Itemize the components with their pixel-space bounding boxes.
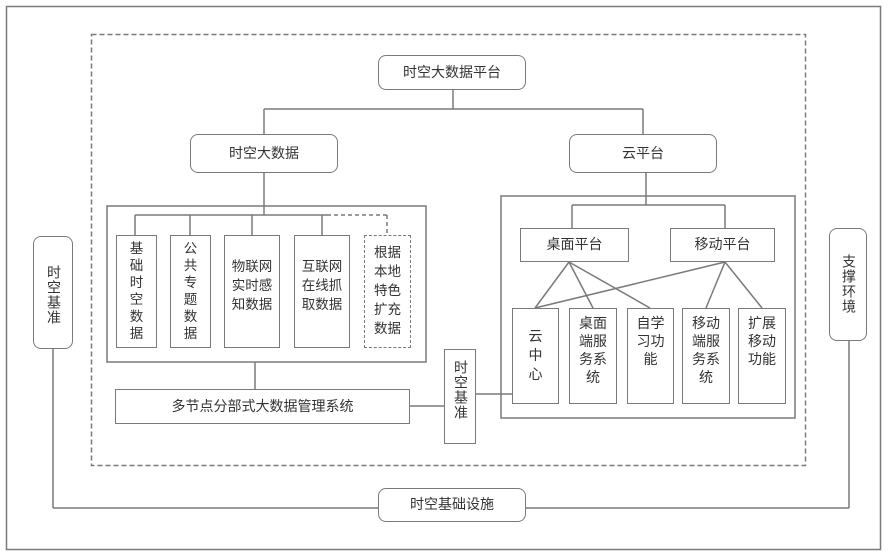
node-spatiotemporal-bigdata: 时空大数据	[190, 134, 338, 173]
node-basic-spatiotemporal-data: 基 础 时 空 数 据	[116, 235, 157, 348]
node-label-line: 时	[129, 274, 144, 291]
node-label-line: 实时感	[231, 278, 273, 294]
node-label-line: 共	[183, 257, 198, 274]
node-support-environment: 支撑环境	[829, 228, 867, 341]
node-middle-spatiotemporal-reference: 时空基准	[444, 349, 476, 444]
right-cloud-container	[500, 195, 796, 419]
node-label-line: 统	[699, 370, 713, 386]
node-label-line: 端服	[692, 334, 720, 350]
node-desktop-service-system: 桌面 端服 务系 统	[569, 308, 617, 404]
node-label-line: 扩充	[374, 302, 401, 318]
node-label-line: 务系	[692, 352, 720, 368]
node-label-line: 据	[183, 325, 198, 342]
node-label-line: 专	[183, 274, 198, 291]
left-data-container	[106, 205, 427, 363]
node-left-spatiotemporal-reference: 时空基准	[33, 236, 73, 349]
node-label: 移动平台	[694, 237, 751, 253]
node-label-line: 公	[183, 240, 198, 257]
node-label: 桌面平台	[546, 237, 603, 253]
node-label-line: 能	[643, 352, 658, 368]
node-label-line: 心	[528, 366, 543, 383]
node-label-line: 知数据	[231, 297, 273, 313]
platform-boundary	[90, 33, 807, 467]
node-label-line: 题	[183, 291, 198, 308]
node-extended-mobile-function: 扩展 移动 功能	[738, 308, 786, 404]
node-spatiotemporal-bigdata-platform: 时空大数据平台	[378, 55, 526, 90]
node-internet-crawled-data: 互联网 在线抓 取数据	[294, 235, 350, 348]
node-label: 时空大数据平台	[403, 64, 501, 81]
node-label-line: 移动	[692, 316, 720, 332]
node-iot-realtime-data: 物联网 实时感 知数据	[224, 235, 280, 348]
node-label-line: 空	[129, 291, 144, 308]
node-self-learning-function: 自学 习功 能	[627, 308, 674, 404]
node-mobile-platform: 移动平台	[670, 228, 775, 262]
node-label-line: 数	[183, 308, 198, 325]
node-label-line: 习功	[636, 334, 665, 350]
node-label-line: 特色	[374, 283, 401, 299]
node-label-line: 互联网	[301, 259, 343, 275]
outer-frame	[5, 5, 882, 551]
node-label: 云平台	[622, 145, 664, 162]
node-label-line: 础	[129, 257, 144, 274]
node-label: 时空大数据	[229, 145, 299, 162]
node-spatiotemporal-infrastructure: 时空基础设施	[378, 488, 526, 522]
node-label: 时空基础设施	[410, 497, 494, 513]
node-label-line: 物联网	[231, 259, 273, 275]
node-label-line: 根据	[374, 245, 401, 261]
node-label-line: 基	[129, 240, 144, 257]
node-cloud-center: 云 中 心	[512, 308, 559, 404]
node-label-line: 桌面	[579, 316, 607, 332]
node-distributed-bigdata-management-system: 多节点分部式大数据管理系统	[115, 389, 410, 424]
node-mobile-service-system: 移动 端服 务系 统	[682, 308, 730, 404]
node-label-line: 务系	[579, 352, 607, 368]
node-label-line: 移动	[748, 334, 776, 350]
node-label-line: 数	[129, 308, 144, 325]
node-label-line: 统	[586, 370, 600, 386]
node-label-line: 功能	[748, 352, 776, 368]
node-label-line: 扩展	[748, 316, 776, 332]
node-label-line: 本地	[374, 264, 401, 280]
node-label-line: 数据	[374, 321, 401, 337]
node-label-line: 中	[528, 347, 543, 364]
node-desktop-platform: 桌面平台	[520, 228, 629, 262]
node-label-line: 在线抓	[301, 278, 343, 294]
node-label-line: 云	[528, 328, 543, 345]
node-label-line: 取数据	[301, 297, 343, 313]
node-public-thematic-data: 公 共 专 题 数 据	[170, 235, 211, 348]
node-local-expansion-data: 根据 本地 特色 扩充 数据	[364, 235, 411, 348]
node-label-line: 自学	[636, 316, 665, 332]
node-label-line: 端服	[579, 334, 607, 350]
node-label-line: 据	[129, 325, 144, 342]
node-label: 多节点分部式大数据管理系统	[171, 398, 354, 415]
node-cloud-platform: 云平台	[569, 134, 717, 173]
node-label: 支撑环境	[840, 254, 856, 314]
node-label: 时空基准	[45, 265, 61, 325]
node-label: 时空基准	[452, 360, 468, 420]
